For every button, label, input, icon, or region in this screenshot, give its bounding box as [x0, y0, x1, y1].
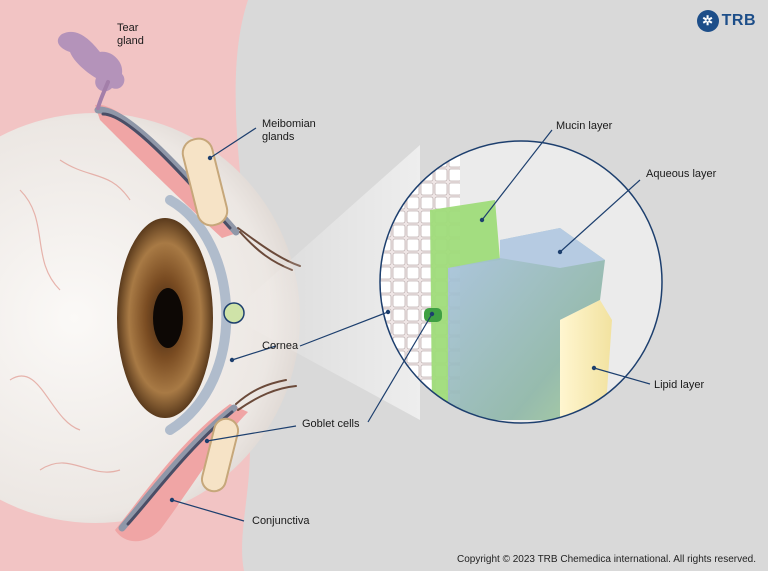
sclera-vessels — [9, 159, 131, 473]
lower-eyelashes — [235, 379, 297, 411]
leader-goblet-right — [367, 313, 433, 423]
leader-lipid — [593, 367, 651, 385]
brand-logo: ✲ TRB — [696, 10, 756, 32]
leader-mucin — [481, 129, 553, 221]
aqueous-top-face — [500, 228, 605, 268]
tear-duct — [96, 80, 110, 110]
label-cornea: Cornea — [262, 340, 299, 352]
leader-dots — [169, 155, 597, 503]
label-tear-gland-line1: Tear — [117, 22, 139, 34]
logo-icon: ✲ — [696, 10, 719, 32]
label-tear-gland: Tear gland — [117, 22, 144, 48]
leader-meibomian — [209, 127, 257, 159]
label-lipid-layer: Lipid layer — [654, 379, 705, 391]
leader-conjunctiva — [171, 499, 245, 522]
meibomian-gland-upper — [181, 137, 229, 227]
label-goblet-cells: Goblet cells — [302, 418, 360, 430]
copyright-notice: Copyright © 2023 TRB Chemedica internati… — [457, 554, 756, 565]
label-tear-gland-line2: gland — [117, 35, 144, 47]
label-mucin-layer: Mucin layer — [556, 120, 613, 132]
mucin-layer-shape — [430, 200, 500, 410]
label-meibomian-line2: glands — [262, 131, 295, 143]
leader-lines — [171, 127, 651, 522]
label-aqueous-layer: Aqueous layer — [646, 168, 717, 180]
logo-text: TRB — [721, 12, 756, 29]
leader-cornea-callout — [299, 311, 389, 347]
callout-ring — [379, 140, 663, 424]
zoom-beam — [240, 145, 420, 420]
label-meibomian-line1: Meibomian — [262, 118, 316, 130]
label-meibomian-glands: Meibomian glands — [262, 118, 316, 144]
aqueous-layer-shape — [448, 228, 605, 420]
lipid-layer-shape — [560, 300, 612, 420]
leader-aqueous — [559, 179, 641, 253]
tear-gland-shape — [57, 31, 125, 92]
pupil — [153, 288, 183, 348]
leader-cornea — [231, 345, 277, 361]
label-conjunctiva: Conjunctiva — [252, 515, 310, 527]
leader-goblet-left — [206, 425, 297, 442]
